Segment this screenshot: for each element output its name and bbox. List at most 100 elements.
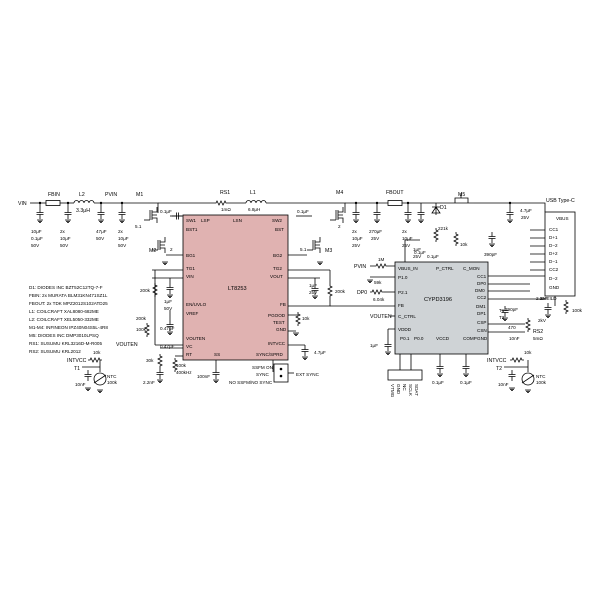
c1u-b2: 50V: [164, 306, 173, 311]
pin-test: TEST: [273, 320, 285, 325]
pin-fb: FB: [280, 302, 286, 307]
cap-01u-fbout: 0.1μF: [414, 203, 426, 255]
c2x10u-1: 2x: [60, 229, 66, 234]
ntc-right: INTVCC 10k T2 NTC 100k 10nF: [487, 350, 547, 394]
ferrite-fbout: FBOUT: [386, 190, 404, 206]
pin-vin: VIN: [186, 274, 194, 279]
bom-notes: D1: DIODES INC BZT52C12TQ-7-F FBIN: 2x M…: [29, 285, 108, 354]
cap-01u-vccd: 0.1μF: [432, 354, 444, 385]
pin-p-ctrl: P_CTRL: [436, 266, 454, 271]
usb-dm1: D−1: [549, 259, 558, 264]
c22n-b2: 2kV: [538, 318, 547, 323]
note-1: FBIN: 2x MURATA BLM31KN471SZ1L: [29, 293, 108, 298]
cap-047u-b: 0.47μF: [160, 344, 175, 349]
c47-usb-1: 4.7μF: [520, 208, 532, 213]
c047u-a: 0.47μF: [160, 326, 175, 331]
r221k-label: 221k: [438, 226, 449, 231]
c2x10u-d1: 2x: [402, 229, 408, 234]
pin-comp: COMP: [463, 336, 477, 341]
c100n: 100nF: [197, 374, 210, 379]
usb-cc1: CC1: [549, 227, 559, 232]
c1u-a2: 25V: [413, 254, 422, 259]
sync-selector: SSFM ON SYNC NO SSFM/NO SYNC EXT SYNC: [229, 360, 320, 385]
usb-dm2b: D−2: [549, 276, 558, 281]
d1-label: D1: [440, 205, 447, 211]
vin-input: VIN: [18, 201, 46, 207]
c47u-v1: 47μF: [96, 229, 107, 234]
c01u-c: 0.1μF: [427, 254, 439, 259]
fbout-label: FBOUT: [386, 190, 404, 196]
pin-sw2: SW2: [272, 218, 282, 223]
mosfet-m4: M4 2: [329, 190, 346, 229]
pin-sync-sprd: SYNC/SPRD: [256, 352, 283, 357]
usb-gnd: GND: [549, 285, 560, 290]
sync-jumper: [273, 363, 289, 383]
intvcc-right: INTVCC: [487, 358, 507, 364]
c2x10u-d3: 25V: [402, 243, 411, 248]
c10n-b: 10nF: [75, 382, 86, 387]
note-8: RS2: SUSUMU KRL2012: [29, 349, 81, 354]
pin-p0-0: P0.0: [414, 336, 424, 341]
t2-label: T2: [496, 366, 502, 372]
rs1-label: RS1: [220, 190, 230, 196]
c1u-b1: 1μF: [164, 299, 172, 304]
pin-vout: VOUT: [270, 274, 283, 279]
r10k-d: 10k: [524, 350, 532, 355]
rs2-label: RS2: [533, 329, 543, 335]
cap-1u-25v-vout: 1μF 25V: [309, 278, 319, 300]
r100k-b: 100k: [176, 363, 187, 368]
cypd3196-name: CYPD3196: [424, 297, 452, 303]
c2x10u-d2: 10μF: [402, 236, 413, 241]
pin-c-mon: C_MON: [463, 266, 480, 271]
cypd3196-pins: VBUS_IN P_CTRL C_MON P1.0 P2.1 FB C_CTRL…: [398, 266, 488, 341]
pin-csn: CSN: [477, 328, 487, 333]
res-10k-pgood: 10k: [288, 311, 310, 337]
r200k-c: 200k: [335, 289, 346, 294]
pin-en-uvlo: EN/UVLO: [186, 302, 207, 307]
c2x10u-b1: 2x: [118, 229, 124, 234]
c47u-int: 4.7μF: [314, 350, 326, 355]
l2-label: L2: [79, 192, 85, 198]
sync-off: NO SSFM/NO SYNC: [229, 380, 273, 385]
mosfet-m3: M3 5.1: [288, 236, 332, 279]
r604k: 6.04k: [373, 297, 385, 302]
cypd3196-body: [394, 261, 489, 355]
usb-dp2: D+2: [549, 251, 558, 256]
fbin-label: FBIN: [48, 192, 60, 198]
r100k-b2: 400kHz: [176, 370, 192, 375]
m3-label: M3: [325, 248, 332, 254]
usb-title: USB Type-C: [546, 198, 575, 204]
note-2: FBOUT: 2x TDK MPZ2012S102ATD25: [29, 301, 108, 306]
pin-lsn: LSN: [233, 218, 242, 223]
cap-22n: 2.2nF: [143, 367, 164, 385]
fbin-body: [45, 200, 61, 206]
inductor-l1: L1 6.8μH: [245, 190, 267, 212]
cap-47u-usb: 4.7μF 25V: [506, 201, 532, 224]
vouten-net: VOUTEN: [116, 342, 138, 348]
pin-bg1: BG1: [186, 253, 196, 258]
c390p-b: 390pF: [505, 307, 518, 312]
cap-47u-input: 47μF 50V: [96, 201, 107, 241]
cap-1u-vddd: 1μF: [370, 328, 395, 356]
pin-vref: VREF: [186, 311, 198, 316]
c390p-a: 390pF: [484, 252, 497, 257]
pin-bst1: BST1: [186, 227, 198, 232]
r10k-b: 10k: [302, 316, 310, 321]
vin-label: VIN: [18, 201, 27, 207]
c1u-c2: 25V: [309, 290, 318, 295]
ntc-left: INTVCC 10k T1 NTC 100k 10nF: [67, 350, 118, 394]
res-100k-a: 100k: [136, 322, 150, 338]
usb-body: [544, 211, 576, 297]
pin-vc: VC: [186, 344, 193, 349]
pin-lsp: LSP: [201, 218, 210, 223]
note-6: M5: DIODES INC DMP3010LPSQ: [29, 333, 99, 338]
c01u-d: 0.1μF: [432, 380, 444, 385]
c10u-a-v1: 10μF: [31, 229, 42, 234]
r200k-b: 200k: [136, 316, 147, 321]
pin-sw1: SW1: [186, 218, 196, 223]
r200k-a: 200k: [140, 288, 151, 293]
ntc-r2: 100k: [536, 380, 547, 385]
pin-dp0: DP0: [477, 281, 486, 286]
zener-d1: D1 221k: [431, 203, 449, 243]
t1-t2-right: T1 T2: [499, 308, 505, 320]
